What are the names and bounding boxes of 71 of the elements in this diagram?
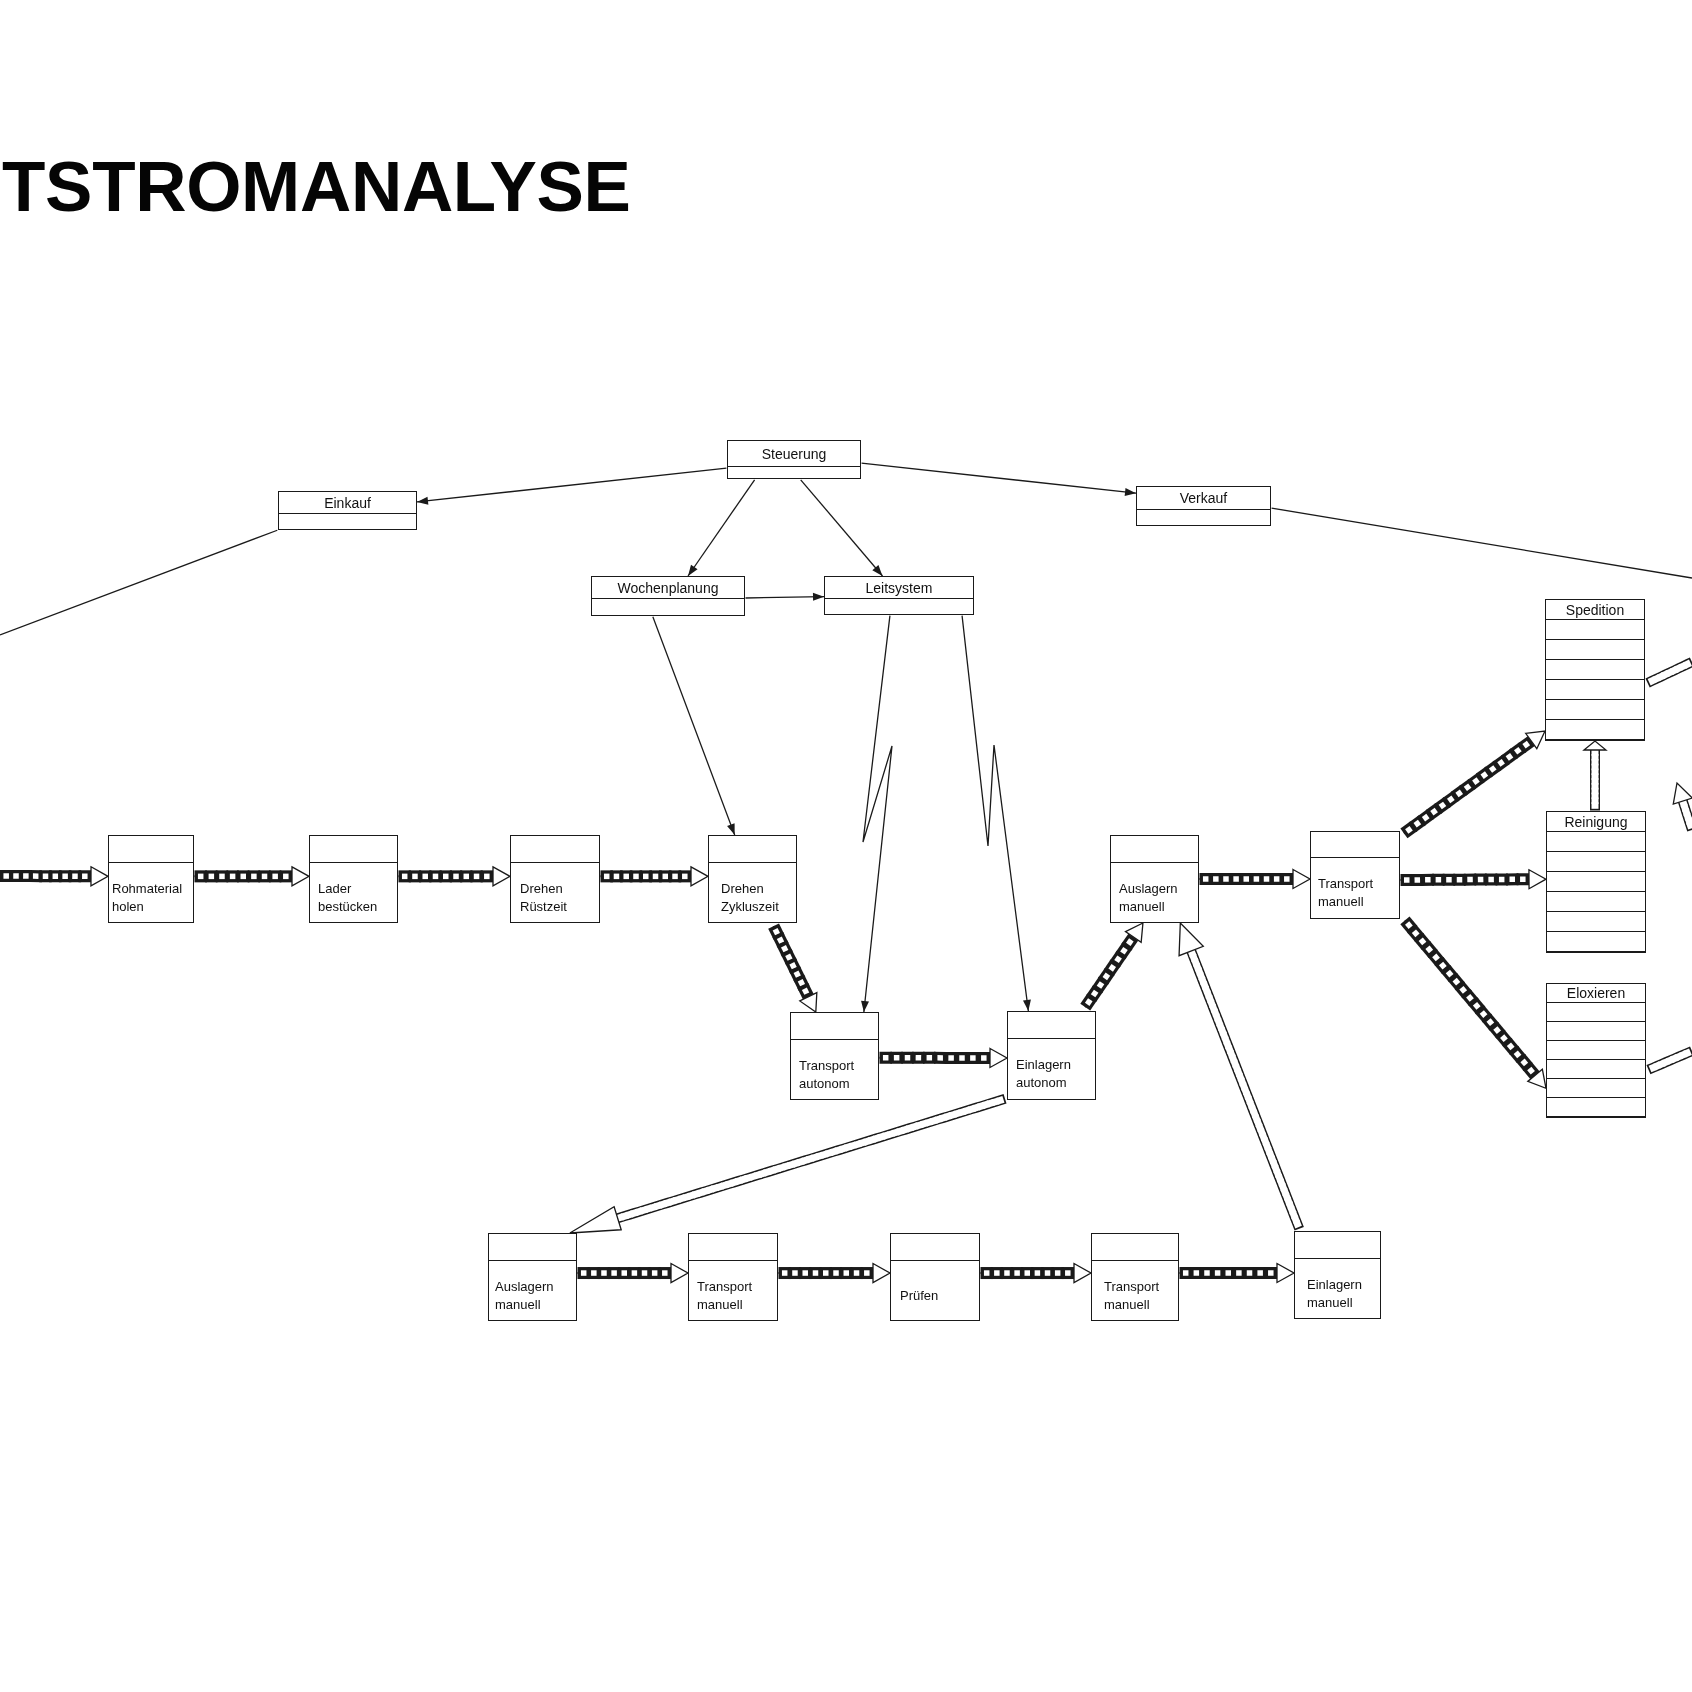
transport-arrow — [1582, 742, 1608, 811]
box-title: Einkauf — [324, 494, 371, 511]
push-arrow — [576, 1262, 689, 1284]
box-title: Reinigung — [1564, 813, 1628, 830]
process-label: Prüfen — [900, 1286, 939, 1305]
push-arrow — [878, 1047, 1008, 1069]
process-label: Drehen Rüstzeit — [520, 879, 568, 916]
process-label: Einlagern manuell — [1307, 1275, 1363, 1312]
process-box — [1310, 831, 1400, 919]
transport-arrow — [1178, 924, 1304, 1231]
box-title: Spedition — [1565, 601, 1625, 618]
info-arrow — [800, 479, 884, 577]
page-title: TSTROMANALYSE — [2, 151, 631, 222]
process-box — [309, 835, 398, 923]
process-box — [1091, 1233, 1179, 1321]
info-arrow — [744, 592, 825, 601]
electronic-info-arrow — [961, 614, 1031, 1012]
process-box — [708, 835, 797, 923]
info-box — [824, 576, 974, 615]
process-box — [790, 1012, 879, 1100]
connector-line — [0, 529, 278, 636]
info-box — [727, 440, 861, 479]
process-box — [688, 1233, 778, 1321]
push-arrow — [0, 865, 109, 887]
process-box — [1110, 835, 1199, 923]
process-box — [108, 835, 194, 923]
info-arrow — [652, 616, 736, 836]
process-label: Auslagern manuell — [1119, 879, 1179, 916]
box-title: Wochenplanung — [617, 579, 719, 596]
process-label: Transport autonom — [799, 1056, 856, 1093]
transport-arrow — [570, 1094, 1007, 1234]
push-arrow — [1080, 922, 1144, 1010]
process-box — [1294, 1231, 1381, 1319]
push-arrow — [599, 865, 709, 887]
push-arrow — [1400, 916, 1547, 1090]
info-arrow — [687, 479, 756, 577]
process-label: Lader bestücken — [318, 879, 379, 916]
process-label: Einlagern autonom — [1016, 1056, 1072, 1092]
process-table-box — [1546, 983, 1646, 1118]
push-arrow — [397, 865, 511, 887]
push-arrow — [1198, 868, 1311, 890]
process-label: Transport manuell — [1318, 875, 1375, 911]
push-arrow — [193, 865, 310, 887]
process-label: Auslagern manuell — [495, 1277, 555, 1314]
process-label: Rohmaterial holen — [112, 879, 184, 916]
box-title: Verkauf — [1179, 490, 1228, 506]
process-label: Transport manuell — [1104, 1277, 1161, 1314]
push-arrow — [777, 1262, 891, 1284]
info-arrow — [416, 467, 728, 505]
box-title: Eloxieren — [1566, 985, 1626, 1001]
process-box — [488, 1233, 577, 1321]
process-box — [1007, 1011, 1096, 1100]
process-table-box — [1546, 811, 1646, 953]
push-arrow — [979, 1262, 1092, 1284]
info-box — [1136, 486, 1271, 526]
process-label: Transport manuell — [697, 1277, 754, 1314]
info-arrow — [860, 462, 1137, 496]
push-arrow — [1178, 1262, 1295, 1284]
connector-line — [1270, 507, 1692, 579]
box-title: Steuerung — [761, 445, 827, 462]
process-table-box — [1545, 599, 1645, 741]
info-box — [591, 576, 745, 616]
push-arrow — [1399, 868, 1547, 890]
push-arrow — [768, 924, 818, 1013]
process-label: Drehen Zykluszeit — [721, 879, 780, 916]
process-box — [890, 1233, 980, 1321]
push-arrow — [1400, 730, 1546, 839]
info-box — [278, 491, 417, 530]
process-box — [510, 835, 600, 923]
box-title: Leitsystem — [865, 579, 933, 596]
electronic-info-arrow — [861, 614, 893, 1013]
